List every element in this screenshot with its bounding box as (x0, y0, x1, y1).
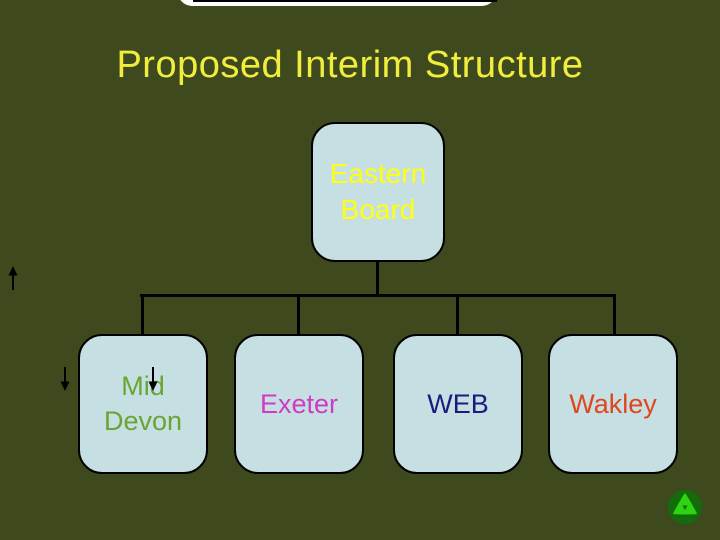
top-banner-shape (178, 0, 496, 6)
org-node-wakley-label: Wakley (569, 388, 657, 419)
org-node-eastern-board: Eastern Board (311, 122, 445, 262)
down-arrow-icon (57, 366, 73, 392)
connector-root-stem (376, 261, 379, 297)
org-node-exeter-label: Exeter (259, 388, 339, 419)
org-node-exeter: Exeter (234, 334, 364, 474)
connector-drop-wakley (613, 294, 616, 335)
connector-horizontal (140, 294, 616, 297)
trefoil-logo-icon (665, 487, 705, 527)
org-node-wakley: Wakley (548, 334, 678, 474)
top-banner-line (193, 0, 497, 2)
connector-drop-web (456, 294, 459, 335)
connector-drop-mid-devon (141, 294, 144, 335)
org-node-web: WEB (393, 334, 523, 474)
org-node-web-label: WEB (427, 388, 489, 419)
down-arrow-icon (145, 366, 161, 392)
up-arrow-icon (5, 265, 21, 291)
org-node-mid-devon: Mid Devon (78, 334, 208, 474)
org-node-eastern-board-label: Eastern Board (329, 158, 427, 225)
org-node-mid-devon-label: Mid Devon (103, 371, 183, 436)
slide-title: Proposed Interim Structure (116, 44, 584, 86)
connector-drop-exeter (297, 294, 300, 335)
